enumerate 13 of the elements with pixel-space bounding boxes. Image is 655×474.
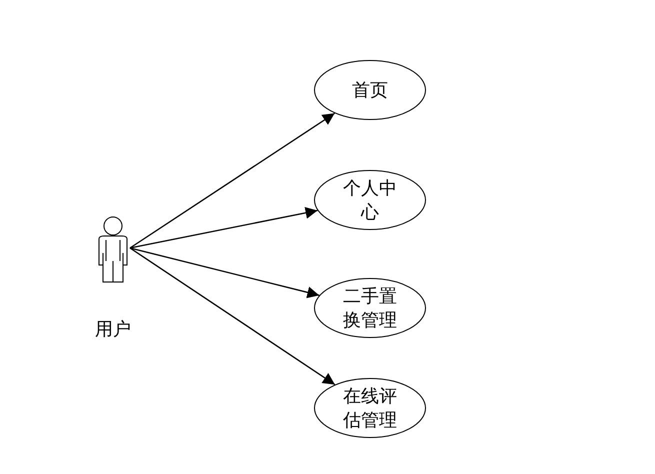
use-case-label: 在线评估管理	[342, 385, 398, 432]
actor-label: 用户	[95, 318, 131, 340]
use-case-ellipse	[314, 378, 426, 438]
use-case-ellipse	[314, 60, 426, 120]
arrow	[130, 247, 320, 298]
use-case-label: 个人中心	[342, 177, 398, 224]
use-case-label: 首页	[351, 79, 389, 102]
use-case-label: 二手置换管理	[342, 285, 398, 332]
use-case-ellipse	[314, 170, 426, 230]
arrow	[130, 206, 318, 249]
use-case-ellipse	[314, 278, 426, 338]
arrow	[130, 112, 336, 249]
arrow	[130, 247, 336, 386]
